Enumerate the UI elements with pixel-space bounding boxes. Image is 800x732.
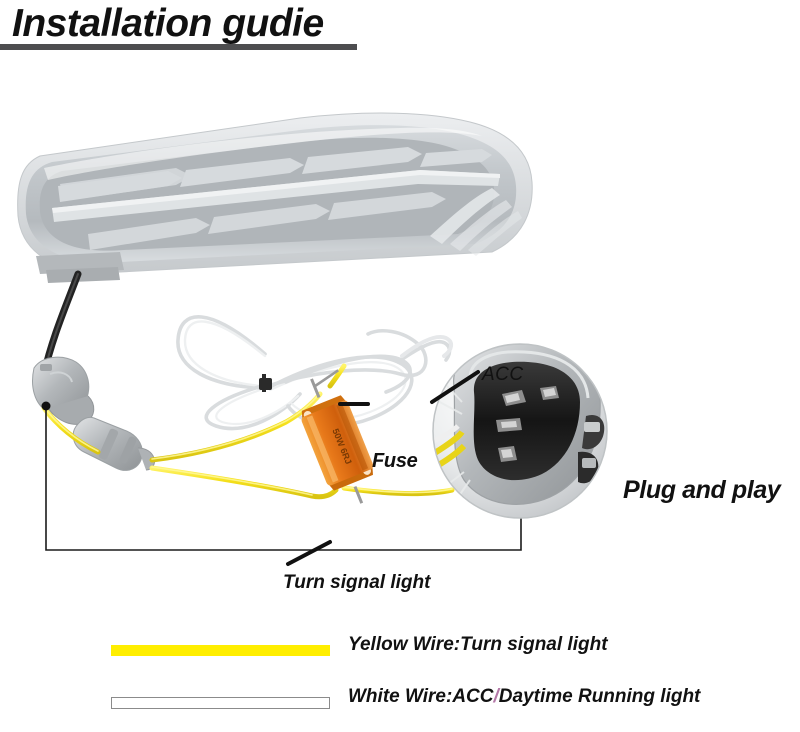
white-wire-acc-lead — [400, 335, 453, 358]
turn-leader-line — [286, 540, 332, 566]
acc-leader-line — [430, 370, 480, 404]
legend-text-white-wire-separator: / — [493, 686, 499, 707]
legend-swatch-yellow-wire — [111, 645, 330, 656]
wiring-diagram-illustration: 50W 6RJ — [0, 56, 800, 616]
title-underline-rule — [0, 44, 357, 50]
legend-label-yellow-wire: Yellow Wire:Turn signal light — [348, 634, 608, 656]
legend-text-white-wire-prefix: White Wire:ACC — [348, 686, 494, 707]
white-wire — [176, 315, 452, 431]
cable-tie — [259, 374, 272, 392]
grey-plug-connector-main — [32, 356, 95, 425]
callout-label-turn-signal-light: Turn signal light — [283, 572, 431, 593]
wire-color-legend: Yellow Wire:Turn signal light White Wire… — [0, 624, 800, 722]
connector-zoom-callout — [432, 343, 608, 519]
callout-label-fuse: Fuse — [372, 450, 418, 472]
grey-plug-connector-secondary — [72, 416, 155, 471]
page-title: Installation gudie — [12, 2, 324, 45]
callout-label-acc: ACC — [482, 364, 524, 385]
orange-load-resistor: 50W 6RJ — [301, 369, 374, 504]
legend-text-yellow-wire: Yellow Wire:Turn signal light — [348, 634, 608, 655]
legend-row-white-wire: White Wire:ACC/Daytime Running light — [0, 686, 800, 732]
legend-text-white-wire-suffix: Daytime Running light — [498, 686, 701, 707]
legend-label-white-wire: White Wire:ACC/Daytime Running light — [348, 686, 700, 708]
callout-label-plug-and-play: Plug and play — [623, 476, 781, 504]
legend-row-yellow-wire: Yellow Wire:Turn signal light — [0, 634, 800, 680]
led-side-mirror-lamp — [17, 112, 533, 283]
legend-swatch-white-wire — [111, 697, 330, 709]
